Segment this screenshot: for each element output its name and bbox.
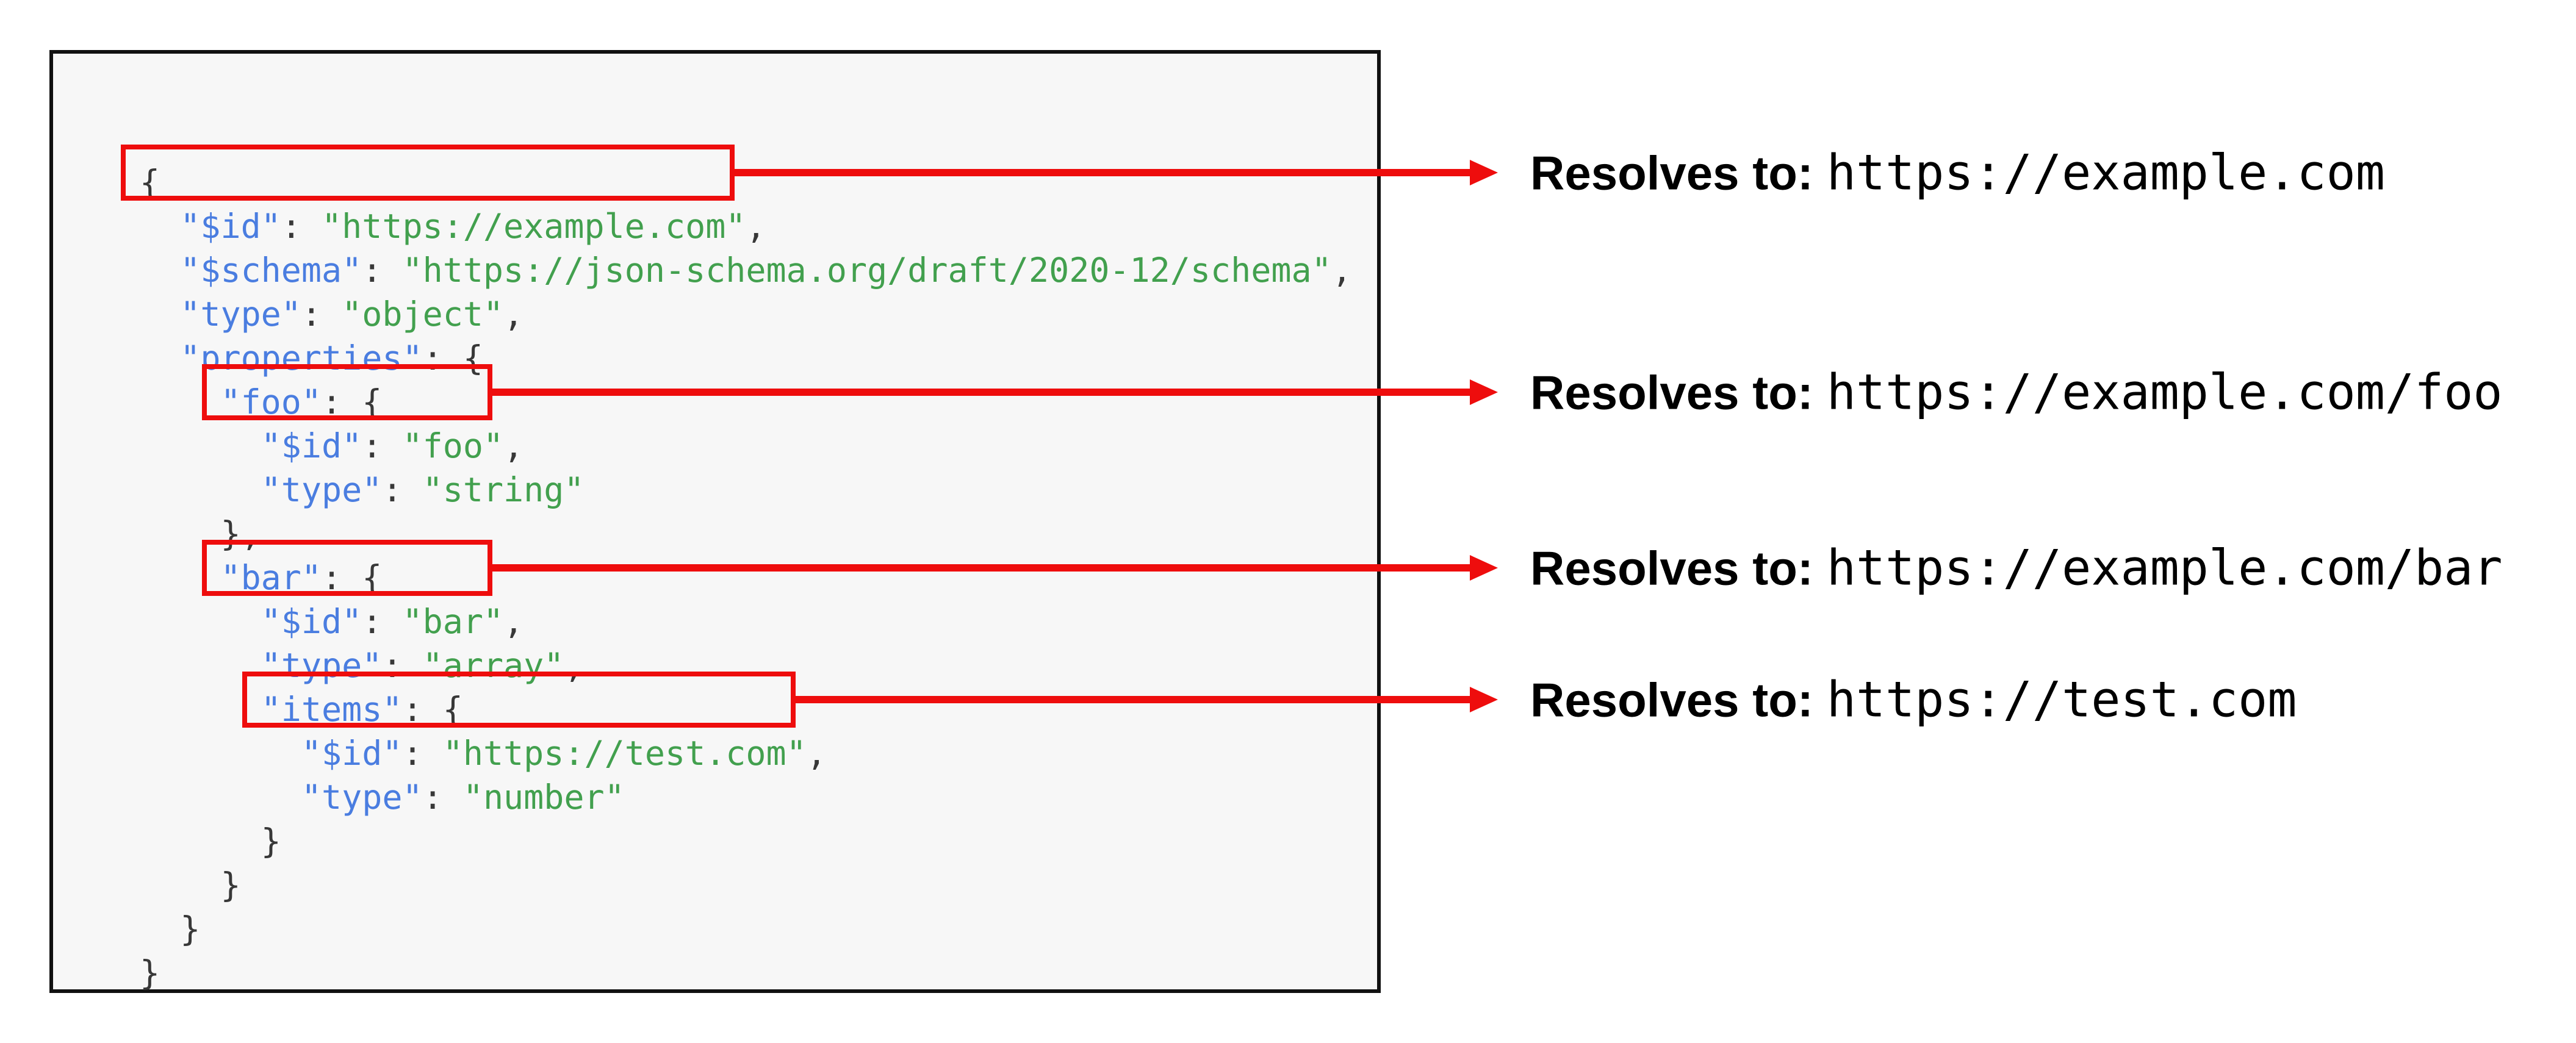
id-highlight-box-1 bbox=[201, 364, 493, 420]
code-line-14: "type": "number" bbox=[301, 778, 625, 817]
resolve-arrow-line-0 bbox=[735, 169, 1472, 176]
id-highlight-box-3 bbox=[242, 672, 796, 728]
code-line-9: "bar": { bbox=[220, 558, 383, 597]
code-line-0: { bbox=[140, 163, 160, 202]
code-line-4: "properties": { bbox=[180, 339, 483, 378]
resolve-annotation-3: Resolves to:https://test.com bbox=[1530, 672, 2297, 728]
code-line-2: "$schema": "https://json-schema.org/draf… bbox=[180, 251, 1352, 290]
resolve-annotation-2: Resolves to:https://example.com/bar bbox=[1530, 540, 2503, 597]
json-schema-code-panel: { "$id": "https://example.com", "$schema… bbox=[49, 50, 1381, 993]
code-line-10: "$id": "bar", bbox=[261, 602, 524, 641]
code-line-1: "$id": "https://example.com", bbox=[180, 207, 766, 246]
resolve-annotation-1: Resolves to:https://example.com/foo bbox=[1530, 364, 2503, 421]
code-line-18: } bbox=[140, 953, 160, 992]
resolve-arrow-head-icon-0 bbox=[1470, 160, 1498, 185]
code-line-8: }, bbox=[140, 514, 261, 553]
resolve-label-2: Resolves to: bbox=[1530, 541, 1813, 595]
code-line-11: "type": "array", bbox=[261, 646, 585, 685]
resolved-uri-1: https://example.com/foo bbox=[1826, 364, 2503, 421]
resolve-label-3: Resolves to: bbox=[1530, 673, 1813, 727]
resolve-arrow-line-2 bbox=[492, 564, 1472, 572]
code-listing: { "$id": "https://example.com", "$schema… bbox=[140, 160, 1352, 995]
resolved-uri-3: https://test.com bbox=[1826, 671, 2297, 728]
code-line-17: } bbox=[140, 909, 201, 948]
resolve-label-0: Resolves to: bbox=[1530, 146, 1813, 200]
resolve-annotation-0: Resolves to:https://example.com bbox=[1530, 145, 2385, 201]
id-highlight-box-0 bbox=[121, 145, 735, 201]
resolve-arrow-line-3 bbox=[795, 696, 1472, 703]
id-highlight-box-2 bbox=[201, 540, 493, 596]
resolve-arrow-head-icon-1 bbox=[1470, 379, 1498, 405]
code-line-6: "$id": "foo", bbox=[261, 426, 524, 465]
resolved-uri-2: https://example.com/bar bbox=[1826, 539, 2503, 597]
resolve-arrow-head-icon-3 bbox=[1470, 687, 1498, 712]
code-line-7: "type": "string" bbox=[261, 470, 585, 509]
resolve-arrow-head-icon-2 bbox=[1470, 555, 1498, 581]
resolve-arrow-line-1 bbox=[492, 389, 1472, 396]
code-line-13: "$id": "https://test.com", bbox=[301, 734, 827, 773]
code-line-3: "type": "object", bbox=[180, 295, 524, 334]
resolve-label-1: Resolves to: bbox=[1530, 365, 1813, 420]
resolved-uri-0: https://example.com bbox=[1826, 144, 2385, 201]
code-line-12: "items": { bbox=[261, 690, 463, 729]
code-line-15: } bbox=[140, 822, 281, 861]
code-line-16: } bbox=[140, 866, 241, 905]
code-line-5: "foo": { bbox=[220, 382, 383, 421]
